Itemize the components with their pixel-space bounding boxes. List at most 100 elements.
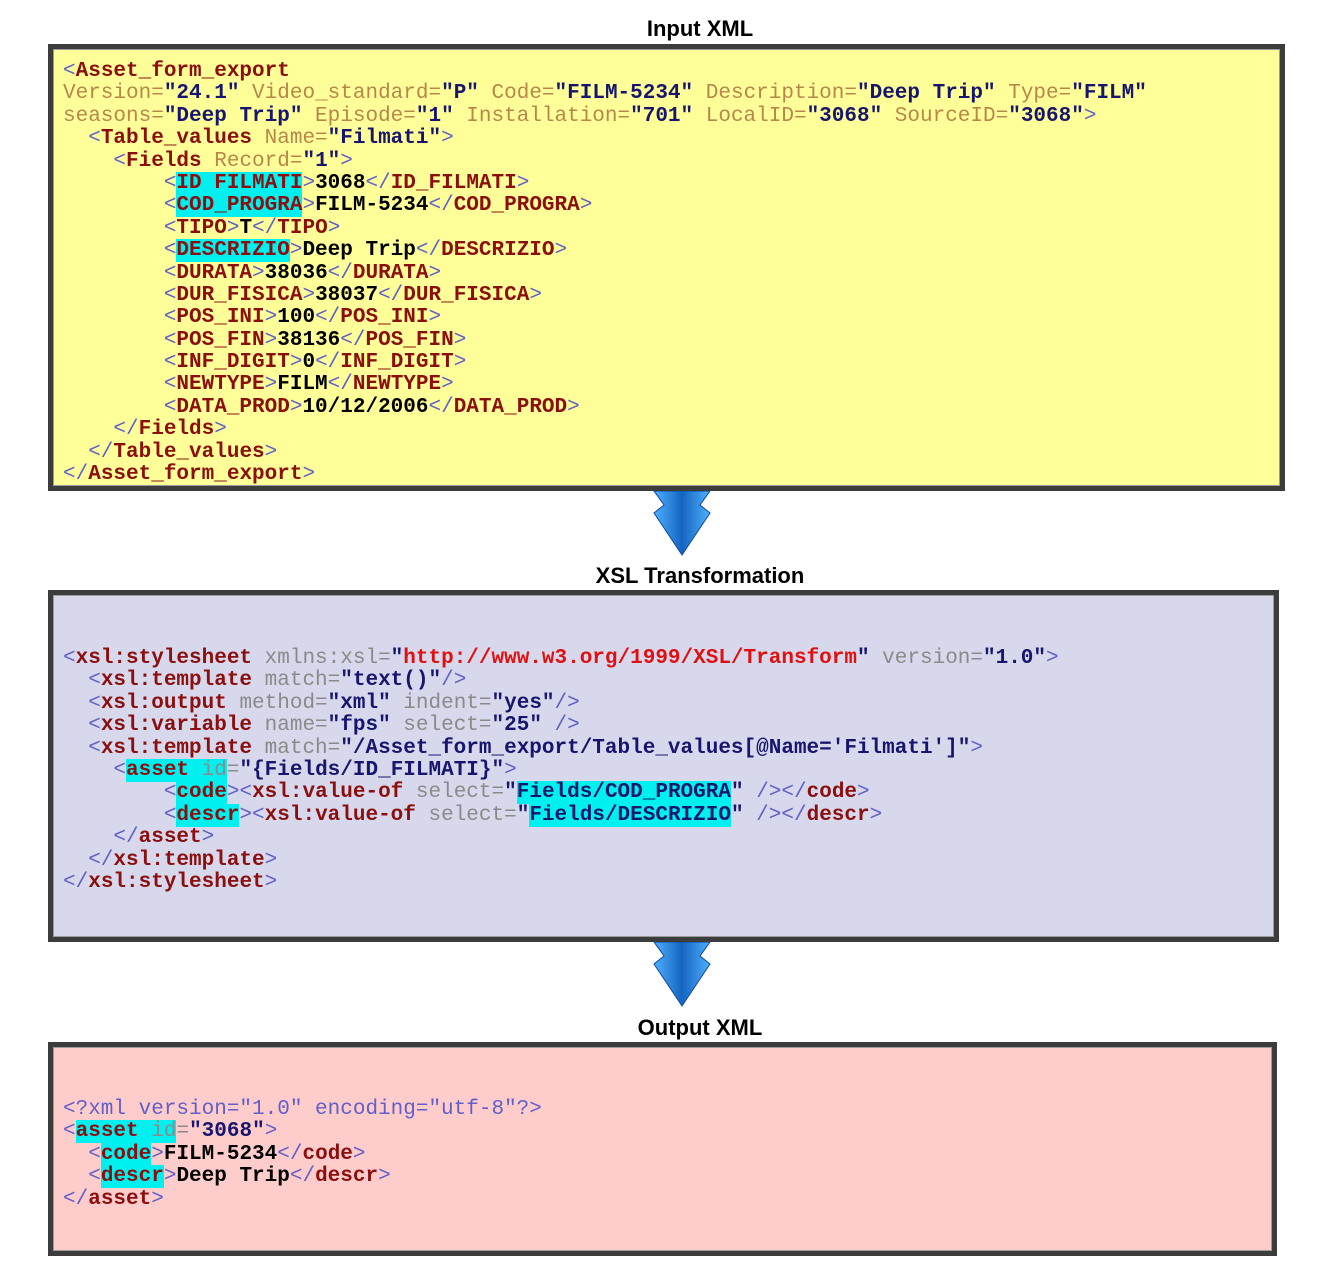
xml-tag-name: xsl:stylesheet — [75, 647, 253, 670]
xml-attribute-value: "text()" — [340, 669, 442, 693]
xml-attribute-name: Version= — [63, 82, 164, 106]
xml-tag-name: DURATA — [352, 261, 429, 285]
xml-punctuation: < — [63, 261, 177, 285]
xml-attribute-name: method= — [226, 691, 328, 715]
xml-text-content: Deep Trip — [302, 239, 416, 263]
xml-punctuation: /> — [554, 691, 580, 715]
xml-attribute-name-highlighted: id — [201, 758, 227, 782]
xml-attribute-value: "701" — [630, 104, 694, 128]
xml-punctuation: < — [63, 149, 127, 173]
code-line: Version="24.1" Video_standard="P" Code="… — [63, 83, 1147, 105]
xml-punctuation: > — [252, 261, 265, 285]
xml-punctuation: </ — [277, 1142, 303, 1166]
xml-punctuation: < — [63, 194, 177, 218]
xml-tag-name: xsl:template — [100, 736, 253, 760]
code-line: </asset> — [63, 826, 1059, 850]
xml-punctuation: > — [201, 826, 215, 850]
xml-punctuation: < — [63, 171, 177, 195]
down-arrow-icon — [653, 491, 711, 556]
xml-tag-name: POS_INI — [340, 306, 429, 330]
xml-tag-name: xsl:output — [100, 691, 227, 715]
xml-punctuation: </ — [340, 328, 366, 352]
xml-tag-name: TIPO — [277, 216, 328, 240]
xml-punctuation: > — [151, 1142, 164, 1166]
xml-attribute-name: SourceID= — [882, 104, 1009, 128]
xml-punctuation: < — [63, 691, 101, 715]
xml-attribute-value: " — [516, 803, 530, 827]
xml-attribute-value: "xml" — [327, 691, 391, 715]
xml-punctuation: > — [1083, 104, 1097, 128]
code-line: <code><xsl:value-of select="Fields/COD_P… — [63, 781, 1059, 805]
xml-attribute-value-highlighted: Fields/COD_PROGRA — [516, 781, 731, 805]
xml-punctuation: </ — [327, 373, 353, 397]
output-xml-code: <?xml version="1.0" encoding="utf-8"?><a… — [63, 1098, 542, 1211]
xml-tag-name-highlighted: code — [100, 1142, 152, 1166]
code-line: <DURATA>38036</DURATA> — [63, 261, 1147, 285]
code-line: <code>FILM-5234</code> — [63, 1142, 542, 1166]
xml-punctuation: </ — [365, 171, 391, 195]
xml-tag-name: Table_values — [113, 440, 265, 464]
code-line: <xsl:variable name="fps" select="25" /> — [63, 714, 1059, 738]
xml-tag-name: asset — [88, 1187, 152, 1211]
xml-attribute-name: Name= — [252, 127, 328, 151]
xml-tag-name-highlighted: DESCRIZIO — [176, 239, 290, 263]
xml-punctuation: < — [63, 351, 177, 375]
code-line: </xsl:stylesheet> — [63, 870, 1059, 894]
xml-url: http://www.w3.org/1999/XSL/Transform — [403, 647, 857, 670]
xml-text-content: FILM — [277, 373, 328, 397]
xml-attribute-value: "fps" — [327, 714, 391, 738]
xml-tag-name: descr — [315, 1165, 379, 1189]
xml-punctuation: > — [264, 373, 278, 397]
xml-punctuation: > — [869, 803, 883, 827]
input-xml-title: Input XML — [646, 16, 754, 41]
xml-tag-name: POS_FIN — [365, 328, 454, 352]
xml-tag-name-highlighted: asset — [75, 1120, 152, 1144]
code-line: <DATA_PROD>10/12/2006</DATA_PROD> — [63, 396, 1147, 419]
xml-tag-name: DUR_FISICA — [176, 283, 303, 307]
xml-attribute-value: "3068" — [189, 1120, 265, 1144]
xml-attribute-name: name= — [252, 714, 328, 738]
xml-tag-name: xsl:template — [100, 669, 253, 693]
xml-attribute-name: seasons= — [63, 104, 164, 128]
xml-text-content: 0 — [302, 351, 316, 375]
xml-attribute-value: "1.0" — [983, 647, 1047, 670]
xml-punctuation: < — [63, 328, 177, 352]
xml-attribute-value: "FILM" — [1071, 82, 1147, 106]
xml-punctuation: < — [63, 669, 101, 693]
xml-attribute-value: "24.1" — [163, 82, 240, 106]
xml-attribute-name: indent= — [390, 691, 492, 715]
xml-text-content: 100 — [277, 306, 316, 330]
xml-punctuation: > — [289, 351, 303, 375]
xml-punctuation: < — [63, 60, 76, 83]
code-line: <Table_values Name="Filmati"> — [63, 127, 1147, 151]
xml-punctuation: </ — [327, 261, 353, 285]
xml-tag-name: xsl:value-of — [252, 781, 404, 805]
code-line: </xsl:template> — [63, 848, 1059, 872]
xml-punctuation: </ — [63, 848, 114, 872]
xml-tag-name: Asset_form_export — [75, 60, 290, 83]
xml-punctuation: > — [264, 870, 278, 894]
xml-attribute-name: match= — [252, 669, 341, 693]
xml-text-content: FILM-5234 — [163, 1142, 278, 1166]
xml-punctuation: </ — [428, 194, 454, 218]
xml-text-content: FILM-5234 — [315, 194, 429, 218]
xml-punctuation: >< — [226, 781, 253, 805]
code-line: <DESCRIZIO>Deep Trip</DESCRIZIO> — [63, 239, 1147, 263]
xml-attribute-value: "3068" — [806, 104, 883, 128]
xml-attribute-name: Video_standard= — [239, 82, 442, 106]
xml-tag-name: DUR_FISICA — [403, 283, 530, 307]
xml-punctuation: </ — [63, 440, 114, 464]
xml-tag-name: POS_INI — [176, 306, 265, 330]
xml-attribute-name: select= — [415, 803, 517, 827]
xml-punctuation: < — [63, 736, 101, 760]
code-line: <Fields Record="1"> — [63, 149, 1147, 173]
xml-attribute-name: version= — [869, 647, 983, 670]
xml-punctuation: <?xml version="1.0" encoding="utf-8"?> — [63, 1098, 542, 1121]
xml-punctuation: /></ — [743, 803, 807, 827]
xml-punctuation: > — [302, 194, 316, 218]
xml-punctuation: > — [264, 328, 278, 352]
xml-tag-name: INF_DIGIT — [176, 351, 290, 375]
xml-text-content: 3068 — [315, 171, 366, 195]
xml-punctuation: </ — [63, 826, 139, 850]
xml-punctuation: < — [63, 714, 101, 738]
